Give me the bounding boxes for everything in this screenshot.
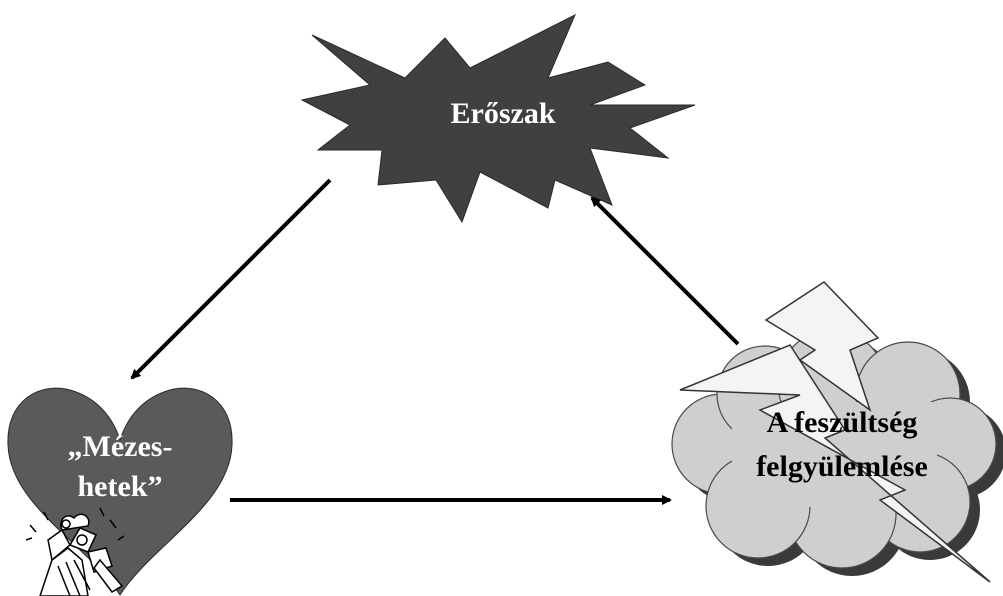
violence-node: Erőszak	[300, 13, 696, 224]
lightning-bolt-main	[679, 344, 991, 583]
arrow-violence-to-honeymoon	[130, 178, 332, 380]
violence-label: Erőszak	[451, 97, 556, 130]
heart-shape	[7, 387, 233, 596]
gift-bouquet-icon	[25, 507, 125, 596]
tension-label-line1: A feszültség	[767, 406, 918, 439]
lightning-bolt-upper	[764, 281, 880, 412]
violence-starburst-shape	[300, 13, 696, 224]
honeymoon-node: „Mézes- hetek”	[7, 387, 233, 596]
honeymoon-label-line2: hetek”	[78, 470, 163, 503]
arrow-tension-to-violence	[590, 196, 740, 346]
tension-node: A feszültség felgyülemlése	[671, 281, 1003, 583]
honeymoon-label-line1: „Mézes-	[68, 430, 173, 463]
tension-label-line2: felgyülemlése	[756, 450, 928, 483]
